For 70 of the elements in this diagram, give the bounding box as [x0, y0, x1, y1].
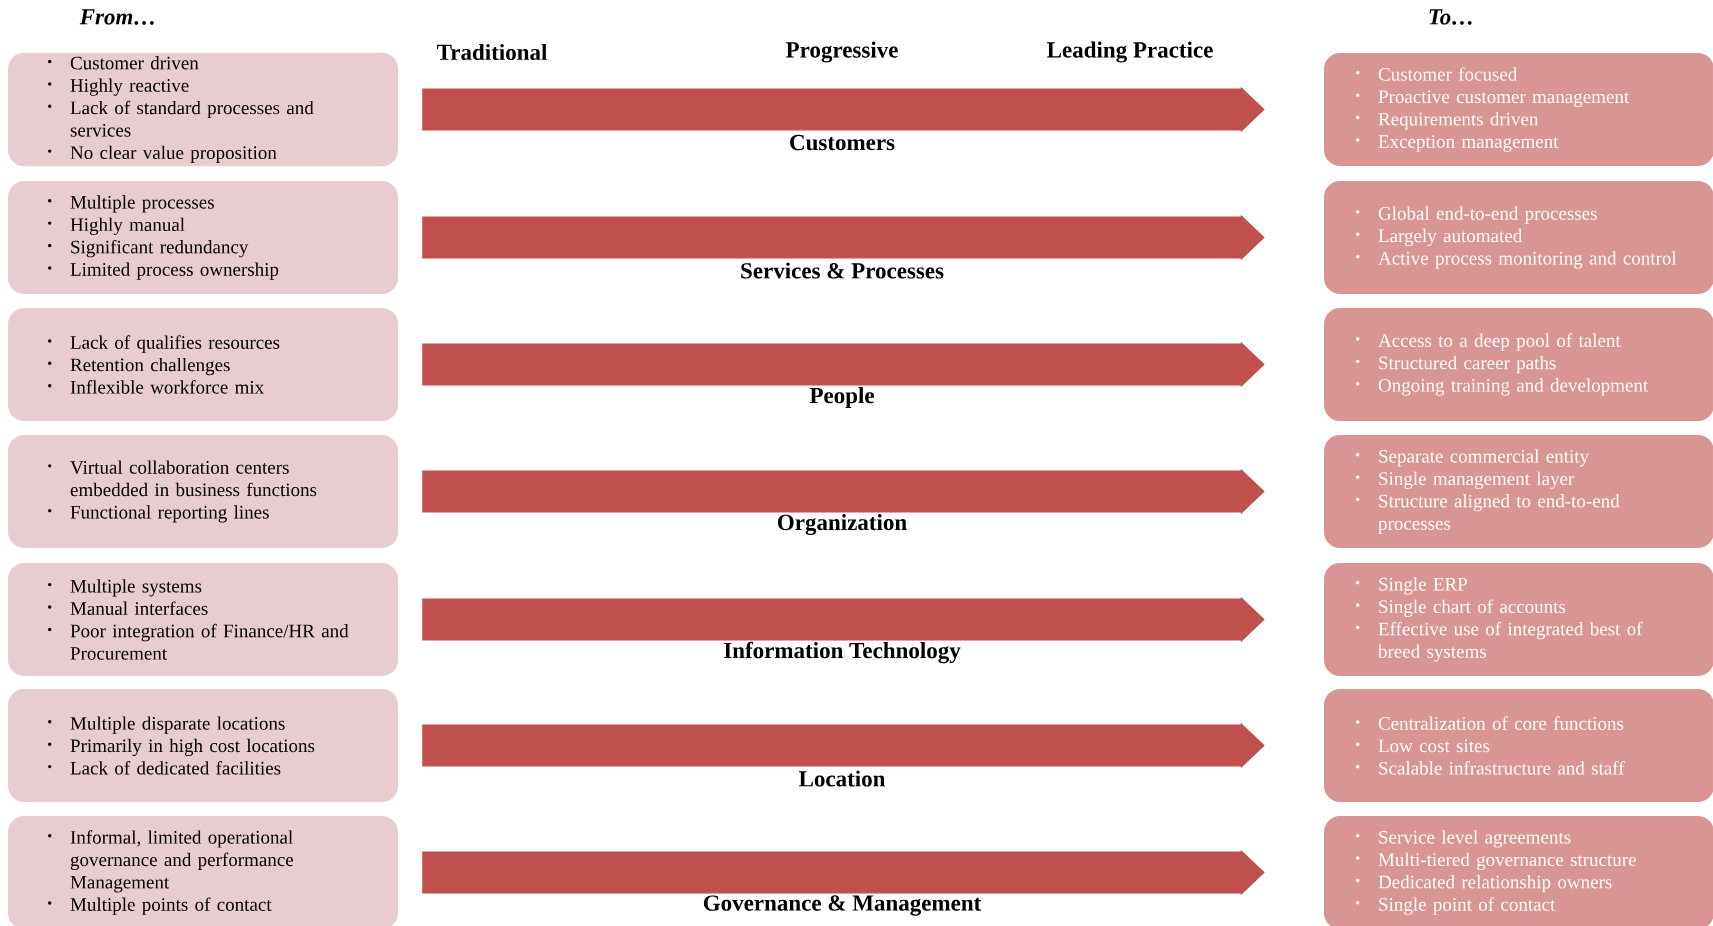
bullet-item: Single ERP — [1356, 577, 1467, 595]
bullet-item: Multiple processes — [48, 195, 214, 213]
bullet-item: Lack of qualifies resources — [48, 335, 280, 353]
bullet-item: Structure aligned to end-to-end processes — [1356, 494, 1620, 534]
bullet-item: Limited process ownership — [48, 262, 279, 280]
bullet-item: Informal, limited operational governance and performance Management — [48, 830, 293, 893]
bullet-item: Multiple points of contact — [48, 897, 272, 915]
bullet-item: Manual interfaces — [48, 601, 208, 615]
bullet-item: Functional reporting lines — [48, 505, 269, 523]
bullet-item: Service level agreements — [1356, 830, 1571, 848]
bullet-box — [1324, 53, 1713, 166]
header-label: From… — [79, 9, 154, 25]
bullet-item: Access to a deep pool of talent — [1356, 333, 1621, 351]
bullet-item: Effective use of integrated best of breed systems — [1356, 621, 1643, 662]
bullet-item: Multiple systems — [48, 579, 202, 597]
edge-label: Location — [798, 770, 886, 787]
header-label: Traditional — [437, 43, 547, 61]
bullet-box — [1324, 181, 1713, 294]
bullet-box — [8, 181, 398, 294]
bullet-box — [1324, 689, 1713, 802]
bullet-item: Separate commercial entity — [1356, 449, 1589, 467]
bullet-box — [8, 308, 398, 421]
bullet-box — [8, 52, 398, 167]
bullet-item: Single point of contact — [1356, 897, 1556, 915]
bullet-item: Inflexible workforce mix — [48, 380, 264, 394]
bullet-box — [1324, 816, 1713, 926]
bullet-item: Single chart of accounts — [1356, 599, 1566, 617]
bullet-item: Customer focused — [1356, 67, 1518, 81]
bullet-item: Centralization of core functions — [1356, 716, 1624, 730]
bullet-item: Customer driven — [48, 56, 199, 70]
bullet-box — [8, 689, 398, 802]
bullet-item: Dedicated relationship owners — [1356, 875, 1612, 893]
bullet-box — [8, 563, 398, 676]
bullet-item: Requirements driven — [1356, 112, 1539, 130]
bullet-item: Virtual collaboration centers embedded in business functions — [48, 460, 317, 497]
bullet-box — [8, 435, 398, 548]
edge-label: People — [809, 387, 874, 408]
bullet-item: Scalable infrastructure and staff — [1356, 761, 1625, 775]
bullet-box — [1324, 563, 1713, 676]
bullet-item: Structured career paths — [1356, 355, 1556, 374]
bullet-item: Highly reactive — [48, 78, 189, 96]
edge-label: Services & Processes — [741, 262, 944, 279]
bullet-box — [1324, 308, 1713, 421]
bullet-item: Primarily in high cost locations — [48, 738, 315, 757]
bullet-item: No clear value proposition — [48, 145, 277, 163]
edge-label: Organization — [778, 513, 907, 535]
bullet-item: Poor integration of Finance/HR and Procurement — [48, 623, 349, 660]
header-label: Progressive — [786, 41, 898, 63]
edge-label: Customers — [790, 134, 895, 151]
bullet-item: Retention challenges — [48, 357, 230, 376]
bullet-item: Multi-tiered governance structure — [1356, 852, 1636, 870]
header-label: Leading Practice — [1047, 41, 1213, 63]
bullet-item: Lack of dedicated facilities — [48, 761, 281, 775]
bullet-item: Low cost sites — [1356, 739, 1490, 753]
bullet-item: Multiple disparate locations — [48, 716, 285, 734]
header-label: To… — [1429, 9, 1472, 25]
bullet-item: Ongoing training and development — [1356, 378, 1649, 396]
bullet-item: Exception management — [1356, 135, 1559, 152]
bullet-item: Highly manual — [48, 217, 185, 235]
bullet-item: Proactive customer management — [1356, 90, 1630, 108]
bullet-box — [1324, 435, 1713, 548]
edge-label: Information Technology — [724, 641, 961, 664]
bullet-item: Lack of standard processes and services — [48, 100, 314, 137]
bullet-item: Largely automated — [1356, 228, 1522, 247]
bullet-item: Active process monitoring and control — [1356, 251, 1677, 269]
bullet-item: Single management layer — [1356, 471, 1575, 489]
bullet-box — [8, 816, 398, 926]
bullet-item: Significant redundancy — [48, 239, 249, 258]
edge-label: Governance & Management — [703, 895, 982, 916]
bullet-item: Global end-to-end processes — [1356, 206, 1597, 224]
